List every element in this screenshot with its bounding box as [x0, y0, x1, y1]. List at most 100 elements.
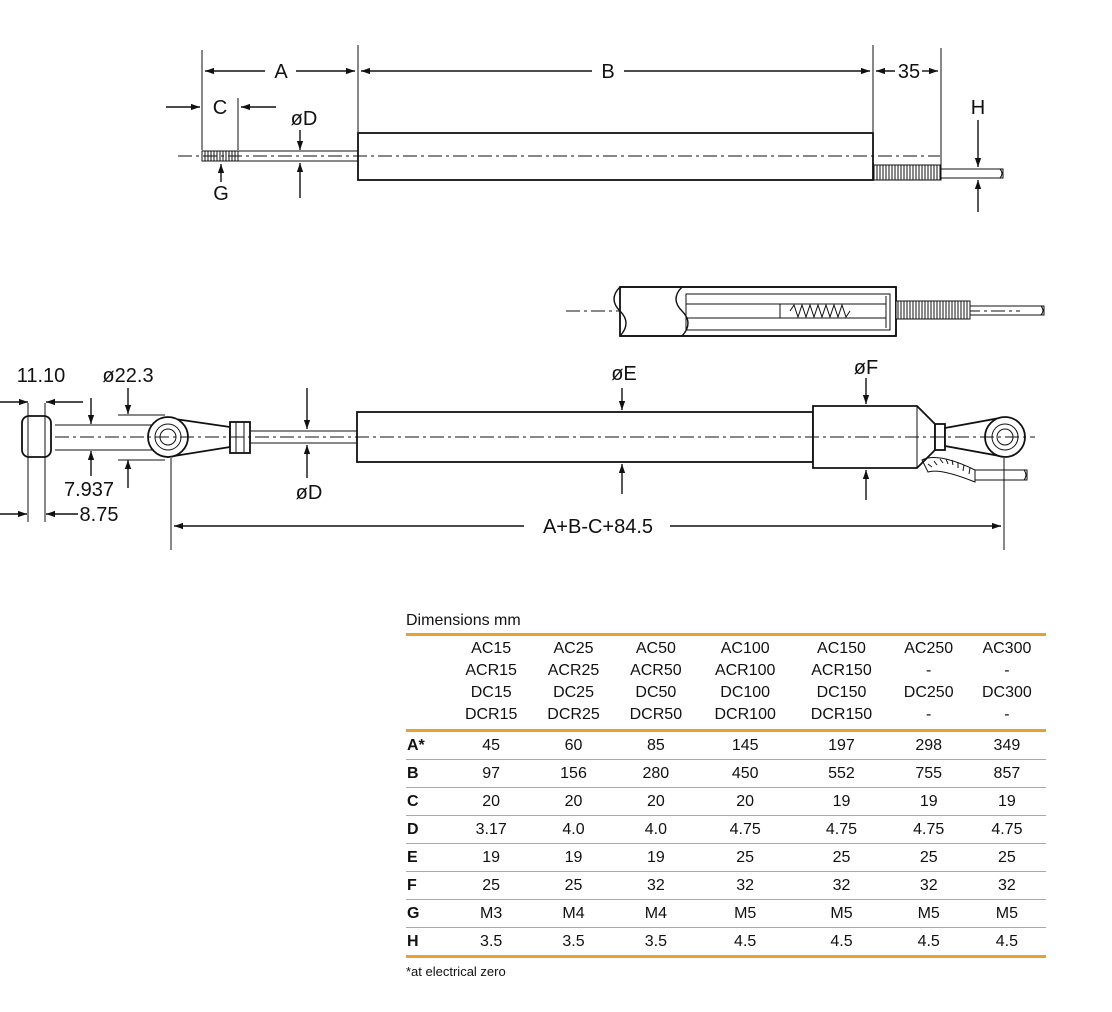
table-cell: 450 — [697, 759, 794, 788]
table-cell: 280 — [614, 759, 698, 788]
dimension-e: øE — [611, 363, 637, 494]
model-name: ACR100 — [714, 662, 776, 679]
column-header: AC300-DC300- — [968, 635, 1046, 731]
model-name: DCR15 — [464, 706, 518, 723]
model-name: ACR15 — [465, 662, 517, 679]
table-cell: 25 — [889, 843, 968, 872]
label-d-top: øD — [291, 108, 318, 130]
model-name: DC100 — [720, 684, 771, 701]
model-name: - — [1004, 662, 1010, 679]
model-name: AC150 — [817, 640, 866, 657]
table-cell: 3.5 — [532, 927, 615, 957]
table-cell: 20 — [532, 787, 615, 816]
row-label: B — [406, 759, 450, 788]
table-cell: 145 — [697, 730, 794, 760]
table-cell: 197 — [793, 730, 890, 760]
table-cell: 19 — [967, 787, 1046, 816]
table-cell: M5 — [793, 899, 890, 928]
table-cell: 32 — [889, 871, 968, 900]
table-cell: 25 — [793, 843, 890, 872]
top-view: A B 35 C øD G — [166, 45, 1004, 212]
table-corner — [406, 635, 450, 731]
model-name: - — [1004, 706, 1010, 723]
dimension-a: A — [205, 61, 355, 83]
model-name: DC25 — [553, 684, 594, 701]
table-cell: 85 — [614, 730, 698, 760]
table-cell: 32 — [793, 871, 890, 900]
dimension-35: 35 — [876, 61, 938, 83]
table-cell: 19 — [450, 843, 533, 872]
dimension-d-top: øD — [291, 108, 318, 198]
label-8-75: 8.75 — [80, 504, 119, 526]
label-e: øE — [611, 363, 637, 385]
dimension-d-bottom: øD — [296, 388, 323, 504]
dimension-f: øF — [854, 357, 878, 500]
dimension-7-937: 7.937 — [64, 398, 114, 501]
model-name: AC250 — [904, 640, 954, 657]
model-name: ACR50 — [630, 662, 682, 679]
table-cell: 4.5 — [793, 927, 890, 957]
table-cell: 3.5 — [614, 927, 698, 957]
cutaway-detail — [566, 286, 1045, 337]
table-cell: 19 — [532, 843, 615, 872]
table-cell: 25 — [697, 843, 794, 872]
model-name: DC150 — [816, 684, 867, 701]
table-cell: 4.5 — [697, 927, 794, 957]
table-footnote: *at electrical zero — [406, 964, 506, 979]
label-11-10: 11.10 — [17, 365, 66, 387]
model-name: DCR150 — [810, 706, 873, 723]
table-cell: 32 — [967, 871, 1046, 900]
table-cell: 3.5 — [450, 927, 533, 957]
table-cell: 4.5 — [967, 927, 1046, 957]
table-cell: 156 — [532, 759, 615, 788]
table-cell: M4 — [614, 899, 698, 928]
label-d-bottom: øD — [296, 482, 323, 504]
model-name: AC15 — [471, 640, 512, 657]
table-cell: 20 — [614, 787, 698, 816]
table-cell: 349 — [967, 730, 1046, 760]
row-label: A* — [406, 730, 450, 760]
table-cell: 4.75 — [967, 815, 1046, 844]
cable-exit — [921, 457, 1028, 483]
row-label: F — [406, 871, 450, 900]
dimension-8-75: 8.75 — [0, 504, 118, 526]
table-cell: M4 — [532, 899, 615, 928]
dimension-overall: A+B-C+84.5 — [170, 458, 1005, 550]
table-cell: 4.0 — [532, 815, 615, 844]
model-name: AC100 — [720, 640, 770, 657]
table-cell: 552 — [793, 759, 890, 788]
table-cell: 32 — [697, 871, 794, 900]
model-name: DC300 — [981, 684, 1032, 701]
table-cell: 4.75 — [793, 815, 890, 844]
row-label: G — [406, 899, 450, 928]
rod-end-side — [21, 403, 165, 522]
model-name: ACR150 — [811, 662, 872, 679]
dimension-11-10: 11.10 — [0, 365, 83, 406]
label-a: A — [274, 61, 288, 83]
model-name: DCR100 — [714, 706, 776, 723]
model-name: DC15 — [470, 684, 512, 701]
table-cell: 857 — [967, 759, 1046, 788]
bottom-view: 11.10 ø22.3 7.937 8.75 — [0, 357, 1035, 550]
table-cell: 19 — [793, 787, 890, 816]
label-c: C — [213, 97, 227, 119]
table-cell: 60 — [532, 730, 615, 760]
cable-top — [940, 168, 1004, 179]
model-name: DC250 — [903, 684, 954, 701]
column-header: AC250-DC250- — [890, 635, 968, 731]
model-name: DC50 — [635, 684, 677, 701]
row-label: E — [406, 843, 450, 872]
row-label: D — [406, 815, 450, 844]
table-cell: 4.0 — [614, 815, 698, 844]
